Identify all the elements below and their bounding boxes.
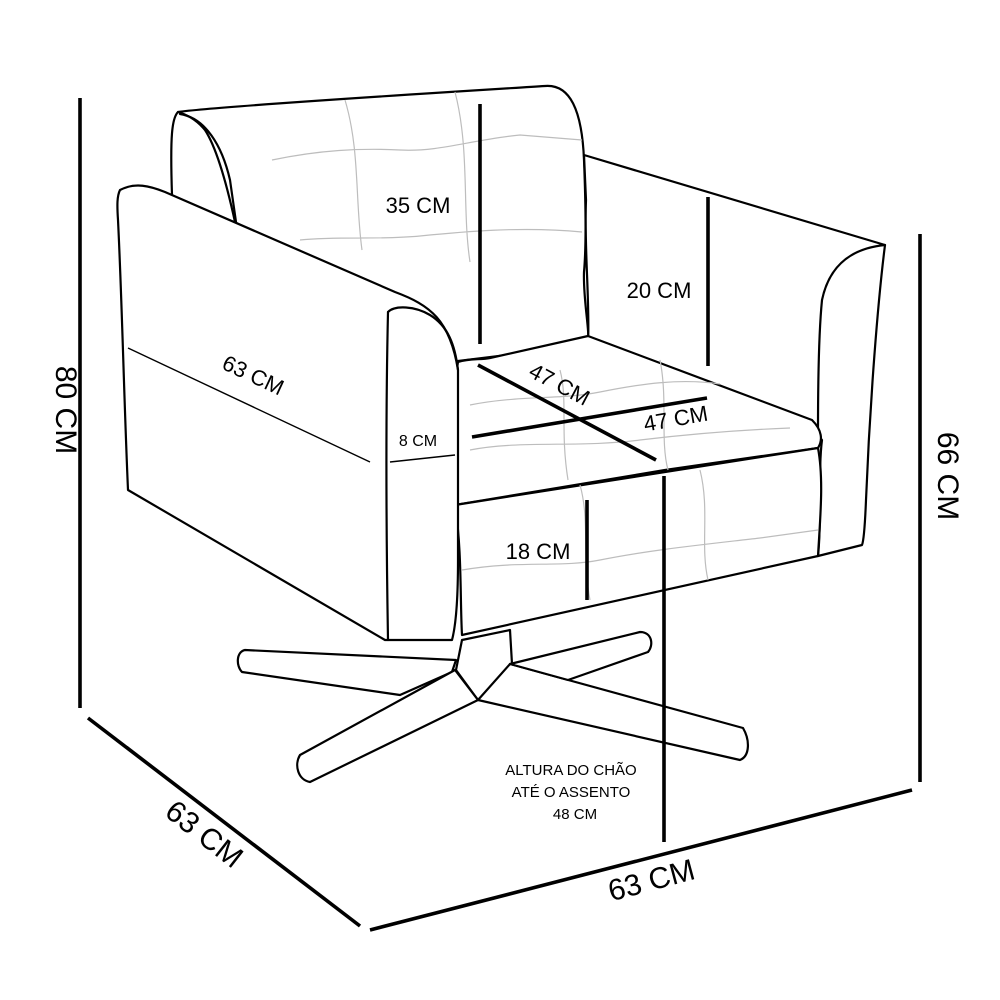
- base-leg-left: [236, 648, 458, 697]
- floor-to-seat-line3: 48 CM: [553, 806, 597, 823]
- floor-to-seat-line1: ALTURA DO CHÃO: [505, 762, 636, 779]
- width-line: [369, 788, 913, 932]
- width-label: 63 CM: [605, 853, 699, 908]
- right-arm-inner-curve: [816, 243, 887, 432]
- depth-line: [86, 716, 362, 928]
- left-arm-front-edge: [385, 310, 390, 642]
- backrest-height-label: 35 CM: [386, 193, 451, 218]
- arm-height-label: 66 CM: [931, 432, 964, 520]
- arm-width-label: 8 CM: [399, 433, 437, 450]
- arm-above-seat-label: 20 CM: [627, 278, 692, 303]
- swivel-base: [236, 628, 749, 784]
- seat-front: [453, 446, 823, 637]
- backrest-top-curve: [178, 112, 238, 224]
- seat-thickness-label: 18 CM: [506, 539, 571, 564]
- seat-width-line: [471, 396, 708, 439]
- total-height-label: 80 CM: [49, 366, 82, 454]
- base-leg-right: [476, 662, 749, 762]
- base-leg-front: [296, 668, 480, 784]
- left-arm-front-panel: [386, 306, 460, 372]
- seat-tufting: [469, 359, 791, 481]
- arm-length-line: [127, 347, 371, 463]
- floor-to-seat-line2: ATÉ O ASSENTO: [512, 784, 631, 801]
- left-arm: [116, 184, 460, 642]
- dimension-lines: [78, 98, 922, 932]
- backrest-tufting: [271, 91, 583, 263]
- backrest-side-fold: [170, 110, 180, 207]
- seat-depth-line: [477, 363, 657, 462]
- arm-width-line: [389, 454, 456, 463]
- armchair-drawing: [116, 84, 887, 784]
- base-leg-back: [508, 630, 653, 682]
